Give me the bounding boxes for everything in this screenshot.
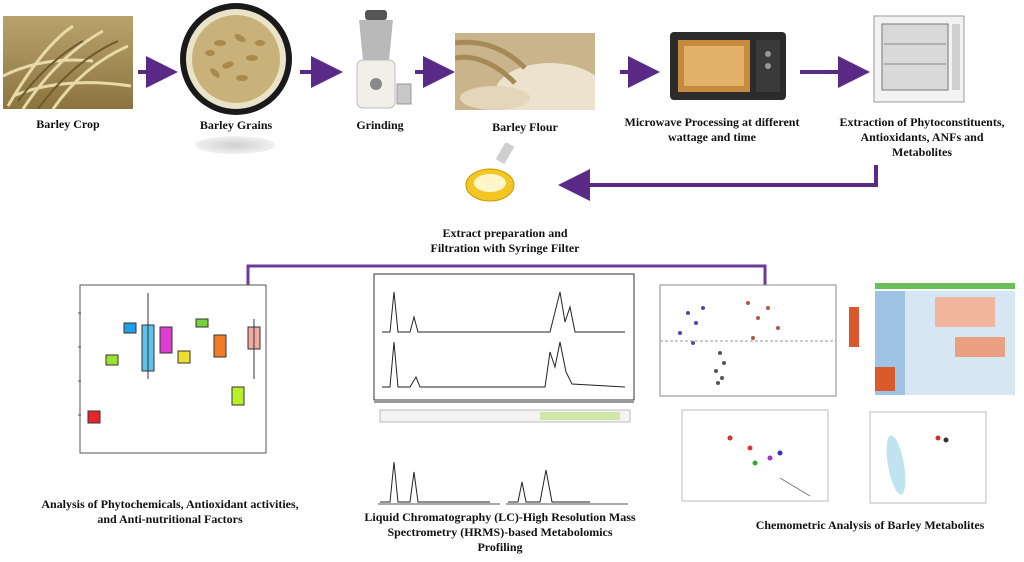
- volcano-plot-image: [658, 283, 838, 398]
- step-label-grinding: Grinding: [356, 118, 404, 132]
- heatmap-image: [845, 277, 1023, 397]
- step-label-microwave: Microwave Processing at different wattag…: [624, 115, 800, 144]
- microwave-image: [668, 30, 788, 102]
- chromatogram-image: [370, 272, 638, 532]
- syringe-filter-image: [462, 143, 526, 207]
- step-label-extraction: Extraction of Phytoconstituents, Antioxi…: [839, 115, 1005, 159]
- pca-scores-image: [680, 408, 830, 503]
- barley-grains-image: [180, 3, 292, 115]
- step-label-barley-crop: Barley Crop: [36, 117, 100, 131]
- step-label-filtration: Extract preparation and Filtration with …: [430, 226, 580, 255]
- analysis-label-lchrms: Liquid Chromatography (LC)-High Resoluti…: [364, 510, 636, 554]
- arrow-extraction-to-filtration: [558, 165, 878, 201]
- bracket-analyses: [246, 264, 767, 285]
- extraction-incubator-image: [870, 14, 970, 106]
- grains-shadow: [195, 136, 275, 154]
- barley-crop-image: [3, 16, 133, 109]
- grinder-image: [345, 8, 415, 112]
- analysis-label-phyto: Analysis of Phytochemicals, Antioxidant …: [41, 497, 299, 526]
- barley-flour-image: [455, 33, 595, 110]
- boxplot-image: [48, 283, 270, 483]
- analysis-label-chemometric: Chemometric Analysis of Barley Metabolit…: [755, 518, 985, 532]
- step-label-barley-flour: Barley Flour: [492, 120, 558, 134]
- pls-da-image: [868, 410, 988, 505]
- step-label-barley-grains: Barley Grains: [199, 118, 273, 132]
